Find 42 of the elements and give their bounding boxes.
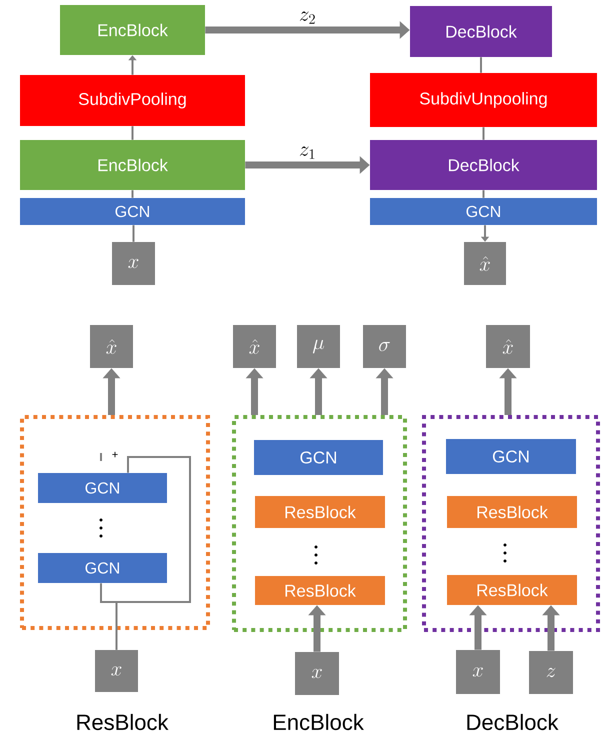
edge-label: $z_2$ xyxy=(300,12,315,24)
connector-line xyxy=(482,190,484,198)
decoder-block-box: DecBlock xyxy=(410,6,552,57)
variable-box: $\hat{x}$ xyxy=(90,325,133,368)
variable-box: $\mu$ xyxy=(297,325,340,368)
connector-line xyxy=(482,127,484,140)
block-caption: ResBlock xyxy=(77,714,168,730)
pooling-box: SubdivPooling xyxy=(20,75,245,126)
layer-box: GCN xyxy=(446,439,576,474)
variable-box: $x$ xyxy=(295,652,339,695)
variable-box: $\sigma$ xyxy=(363,325,406,368)
encoder-block-box: EncBlock xyxy=(20,140,245,190)
connector-line xyxy=(116,456,191,650)
variable-box: $z$ xyxy=(529,651,573,694)
block-caption: DecBlock xyxy=(467,714,558,730)
resblock-box: ResBlock xyxy=(447,496,577,528)
dotted-frame xyxy=(232,415,407,632)
dotted-frame xyxy=(20,415,210,630)
variable-box: $\hat{x}$ xyxy=(233,325,276,368)
layer-box: GCN xyxy=(20,198,245,225)
layer-box: GCN xyxy=(370,198,597,225)
layer-box: GCN xyxy=(38,473,167,503)
connector-line xyxy=(132,126,134,140)
variable-box: $x$ xyxy=(112,242,155,285)
layer-box: GCN xyxy=(38,553,167,583)
connector-line xyxy=(132,190,134,198)
dotted-frame xyxy=(422,415,600,632)
decoder-block-box: DecBlock xyxy=(370,140,597,190)
variable-box: $x$ xyxy=(95,650,138,692)
edge-label: $z_1$ xyxy=(300,146,314,159)
resblock-box: ResBlock xyxy=(255,576,385,605)
layer-box: GCN xyxy=(254,440,383,475)
connector-line xyxy=(480,57,482,73)
variable-box: $x$ xyxy=(456,650,500,694)
pooling-box: SubdivUnpooling xyxy=(370,73,597,127)
connector-line xyxy=(132,225,134,242)
resblock-box: ResBlock xyxy=(255,496,385,528)
plus-sign: + xyxy=(112,452,118,458)
variable-box: $\hat{x}$ xyxy=(464,242,506,285)
encoder-block-box: EncBlock xyxy=(60,5,205,55)
resblock-box: ResBlock xyxy=(447,575,577,605)
variable-box: $\hat{x}$ xyxy=(486,325,530,368)
